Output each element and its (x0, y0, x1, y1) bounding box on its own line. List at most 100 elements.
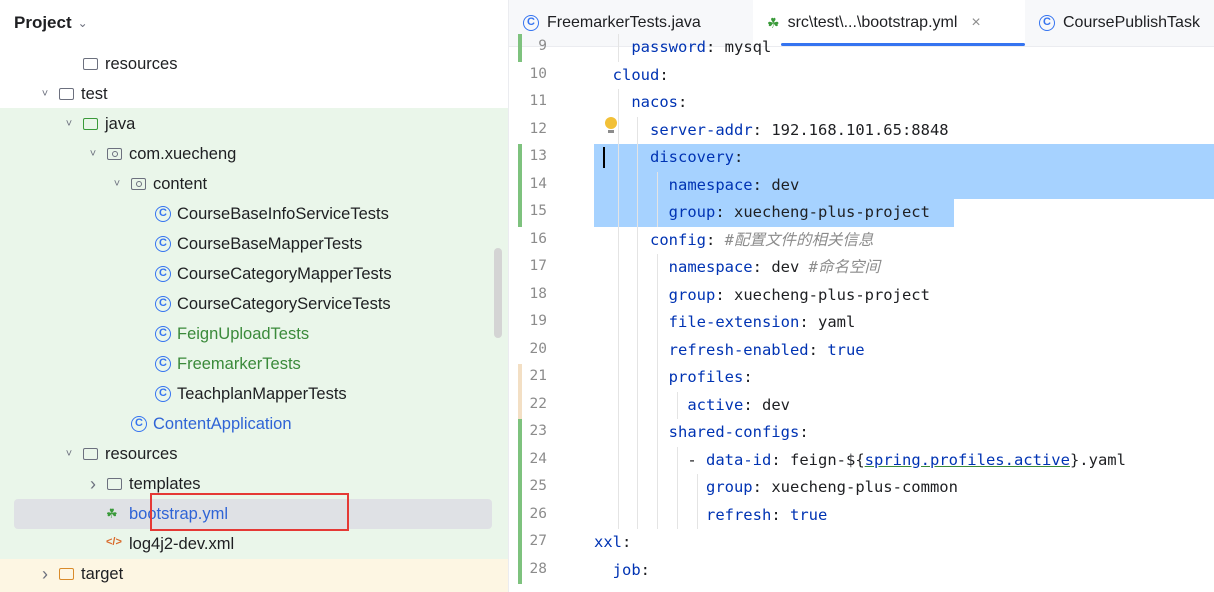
class-icon: C (154, 326, 172, 342)
line-number: 26 (529, 505, 547, 522)
chevron-down-icon[interactable]: ˅ (89, 148, 97, 160)
tree-item-label: bootstrap.yml (129, 504, 229, 523)
code-line[interactable]: config: #配置文件的相关信息 (650, 230, 874, 249)
indent-guide (637, 144, 639, 172)
chevron-right-icon[interactable]: › (42, 563, 48, 584)
tree-item[interactable]: resources (0, 49, 508, 79)
chevron-down-icon[interactable]: ˅ (113, 178, 121, 190)
chevron-down-icon[interactable]: ⌄ (77, 16, 88, 30)
tree-item[interactable]: ›target (0, 559, 508, 589)
indent-guide (637, 309, 639, 337)
vcs-change-marker[interactable] (518, 34, 522, 62)
code-line[interactable]: namespace: dev (668, 175, 800, 194)
panel-divider[interactable] (508, 0, 509, 592)
test-source-folder-icon (82, 116, 100, 132)
code-line[interactable]: refresh: true (705, 505, 828, 524)
chevron-down-icon[interactable]: ˅ (41, 88, 49, 100)
vcs-change-marker[interactable] (518, 556, 522, 584)
code-line[interactable]: server-addr: 192.168.101.65:8848 (650, 120, 949, 139)
indent-guide (617, 144, 619, 172)
vcs-change-marker[interactable] (518, 391, 522, 419)
code-line[interactable]: refresh-enabled: true (668, 340, 865, 359)
vcs-change-marker[interactable] (518, 446, 522, 474)
tab-course-publish-task[interactable]: C CoursePublishTask (1039, 0, 1214, 46)
indent-guide (657, 501, 659, 529)
class-icon: C (154, 296, 172, 312)
code-line[interactable]: profiles: (668, 368, 753, 386)
lightbulb-icon[interactable] (605, 117, 617, 129)
tab-bootstrap-yml[interactable]: ☘ src\test\...\bootstrap.yml × (753, 0, 1025, 46)
tree-item[interactable]: ˅ java (0, 109, 508, 139)
line-number: 27 (529, 533, 547, 549)
project-header[interactable]: Project ⌄ (0, 0, 508, 46)
vcs-change-marker[interactable] (518, 419, 522, 447)
vcs-change-marker[interactable] (518, 474, 522, 502)
line-number: 13 (529, 148, 547, 164)
indent-guide (637, 336, 639, 364)
code-line[interactable]: namespace: dev #命名空间 (668, 258, 880, 276)
tree-item-label: FeignUploadTests (177, 324, 310, 343)
vcs-change-marker[interactable] (518, 144, 522, 172)
code-line[interactable]: group: xuecheng-plus-common (705, 478, 958, 496)
code-line[interactable]: discovery: (650, 148, 744, 166)
line-number: 21 (529, 368, 547, 384)
class-icon: C (154, 386, 172, 402)
editor-tabs: C FreemarkerTests.java ☘ src\test\...\bo… (509, 0, 1214, 47)
tree-item-label: content (153, 174, 208, 193)
tree-item[interactable]: ˅ content (0, 169, 508, 199)
code-line[interactable]: file-extension: yaml (668, 313, 856, 331)
code-line[interactable]: shared-configs: (668, 423, 809, 441)
tab-label: FreemarkerTests.java (547, 14, 701, 31)
indent-guide (617, 336, 619, 364)
vcs-change-marker[interactable] (518, 199, 522, 227)
folder-icon (58, 86, 76, 102)
tab-freemarker-tests[interactable]: C FreemarkerTests.java (523, 0, 753, 46)
indent-guide (657, 391, 659, 419)
code-line[interactable]: group: xuecheng-plus-project (668, 203, 930, 221)
chevron-right-icon[interactable]: › (90, 473, 96, 494)
vcs-change-marker[interactable] (518, 501, 522, 529)
close-icon[interactable]: × (971, 14, 981, 31)
excluded-scope-highlight (0, 559, 508, 592)
code-line[interactable]: cloud: (612, 65, 669, 84)
line-number: 17 (529, 258, 547, 274)
tree-item-label: java (105, 114, 136, 133)
test-resources-folder-icon (82, 446, 100, 462)
indent-guide (657, 309, 659, 337)
chevron-down-icon[interactable]: ˅ (65, 448, 73, 460)
code-line[interactable]: group: xuecheng-plus-project (668, 285, 930, 304)
vcs-change-marker[interactable] (518, 529, 522, 557)
indent-guide (617, 199, 619, 227)
indent-guide (657, 254, 659, 282)
tree-scrollbar[interactable] (494, 248, 502, 338)
indent-guide (637, 501, 639, 529)
code-line[interactable]: - data-id: feign-${spring.profiles.activ… (687, 450, 1126, 469)
indent-guide (637, 199, 639, 227)
tree-item[interactable]: ›templates (0, 469, 508, 499)
code-line[interactable]: nacos: (631, 93, 688, 111)
code-line[interactable]: xxl: (594, 533, 632, 551)
vcs-change-marker[interactable] (518, 364, 522, 392)
tree-item[interactable]: ˅com.xuecheng (0, 139, 508, 169)
code-line[interactable]: job: (612, 560, 651, 579)
line-number: 14 (529, 175, 547, 192)
chevron-down-icon[interactable]: ˅ (65, 118, 73, 130)
tree-item[interactable]: ˅resources (0, 439, 508, 469)
tree-item[interactable]: ☘bootstrap.yml (0, 499, 508, 529)
tree-item[interactable]: ˅test (0, 79, 508, 109)
code-line[interactable]: active: dev (687, 395, 790, 414)
tree-item[interactable]: </>log4j2-dev.xml (0, 529, 508, 559)
code-line[interactable]: password: mysql (631, 38, 772, 56)
vcs-change-marker[interactable] (518, 171, 522, 199)
tree-item[interactable]: C FeignUploadTests (0, 319, 508, 349)
indent-guide (637, 446, 639, 474)
project-panel: Project ⌄ resources˅test˅java˅com.xueche… (0, 0, 508, 592)
tree-item-label: FreemarkerTests (177, 354, 301, 373)
